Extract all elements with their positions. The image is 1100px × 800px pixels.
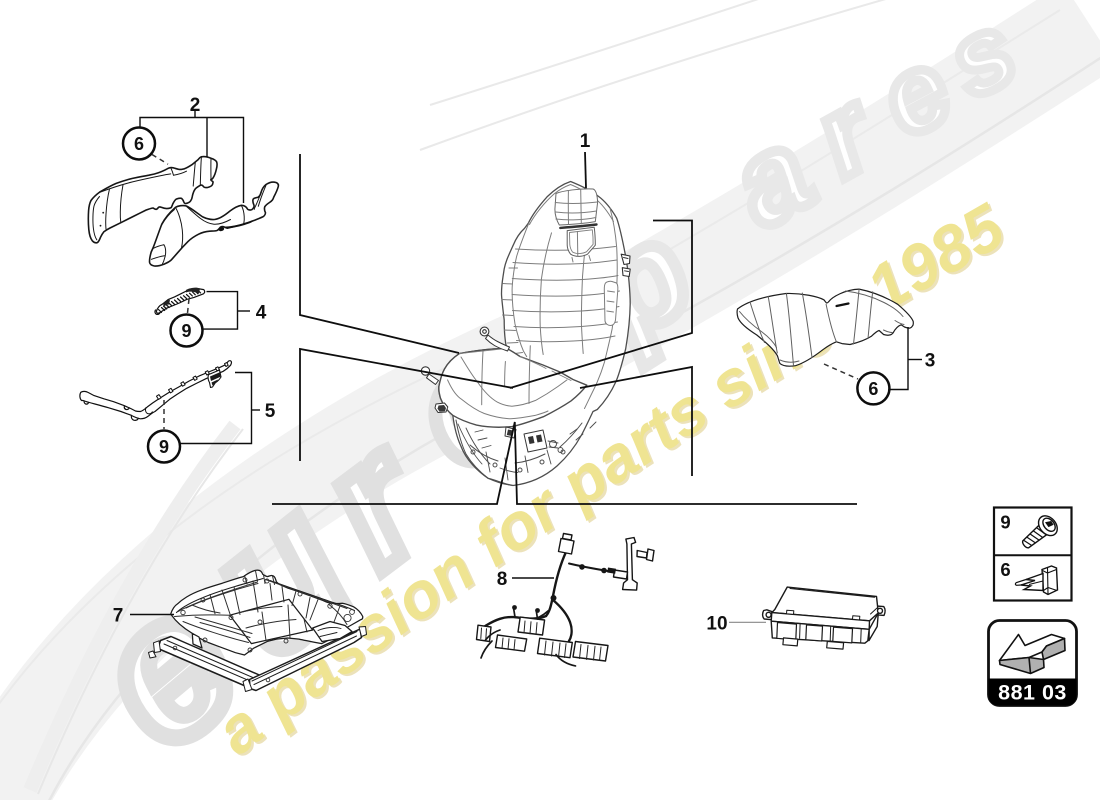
svg-text:8: 8 — [497, 569, 508, 590]
svg-text:10: 10 — [706, 614, 727, 635]
svg-text:9: 9 — [181, 321, 191, 341]
svg-text:1: 1 — [580, 131, 591, 152]
svg-text:6: 6 — [868, 379, 878, 399]
svg-text:7: 7 — [113, 606, 124, 627]
svg-text:9: 9 — [1000, 512, 1010, 533]
svg-text:6: 6 — [134, 134, 144, 154]
svg-text:3: 3 — [925, 351, 936, 372]
svg-text:2: 2 — [190, 95, 201, 116]
svg-text:4: 4 — [256, 303, 267, 324]
svg-text:881 03: 881 03 — [998, 681, 1067, 705]
svg-text:6: 6 — [1000, 559, 1010, 580]
svg-text:5: 5 — [265, 401, 276, 422]
svg-text:9: 9 — [159, 437, 169, 457]
